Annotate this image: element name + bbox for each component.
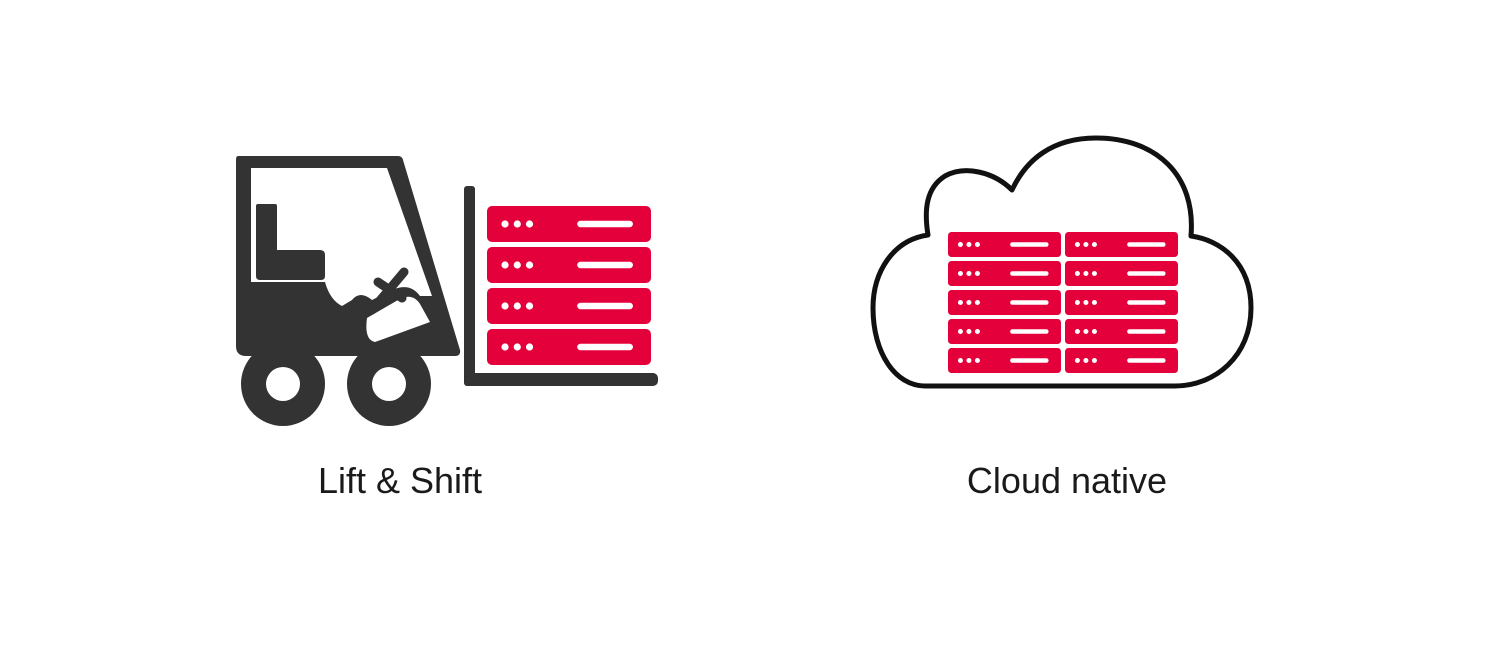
server-unit-icon — [948, 319, 1061, 344]
cloud-servers-icon — [870, 135, 1254, 389]
server-unit-icon — [948, 348, 1061, 373]
forklift-wheel-rear-icon — [241, 342, 325, 426]
lift-and-shift-label: Lift & Shift — [317, 460, 483, 501]
server-unit-icon — [948, 261, 1061, 286]
server-unit-icon — [1065, 261, 1178, 286]
server-unit-icon — [487, 329, 651, 365]
forklift-fork — [464, 373, 658, 386]
server-unit-icon — [487, 206, 651, 242]
server-unit-icon — [948, 290, 1061, 315]
server-unit-icon — [1065, 319, 1178, 344]
server-unit-icon — [1065, 290, 1178, 315]
server-stack-icon — [487, 206, 651, 365]
forklift-steering-icon — [367, 267, 409, 315]
server-grid-icon — [948, 232, 1178, 373]
server-unit-icon — [1065, 232, 1178, 257]
server-unit-icon — [948, 232, 1061, 257]
server-unit-icon — [487, 247, 651, 283]
server-unit-icon — [487, 288, 651, 324]
server-unit-icon — [1065, 348, 1178, 373]
forklift-wheel-front-icon — [347, 342, 431, 426]
forklift-servers-icon — [236, 156, 658, 426]
forklift-mast — [464, 186, 475, 386]
forklift-seat-icon — [256, 204, 325, 280]
cloud-outline-icon — [870, 135, 1254, 389]
forklift-window-cut — [366, 296, 430, 342]
cloud-native-label: Cloud native — [966, 460, 1168, 501]
